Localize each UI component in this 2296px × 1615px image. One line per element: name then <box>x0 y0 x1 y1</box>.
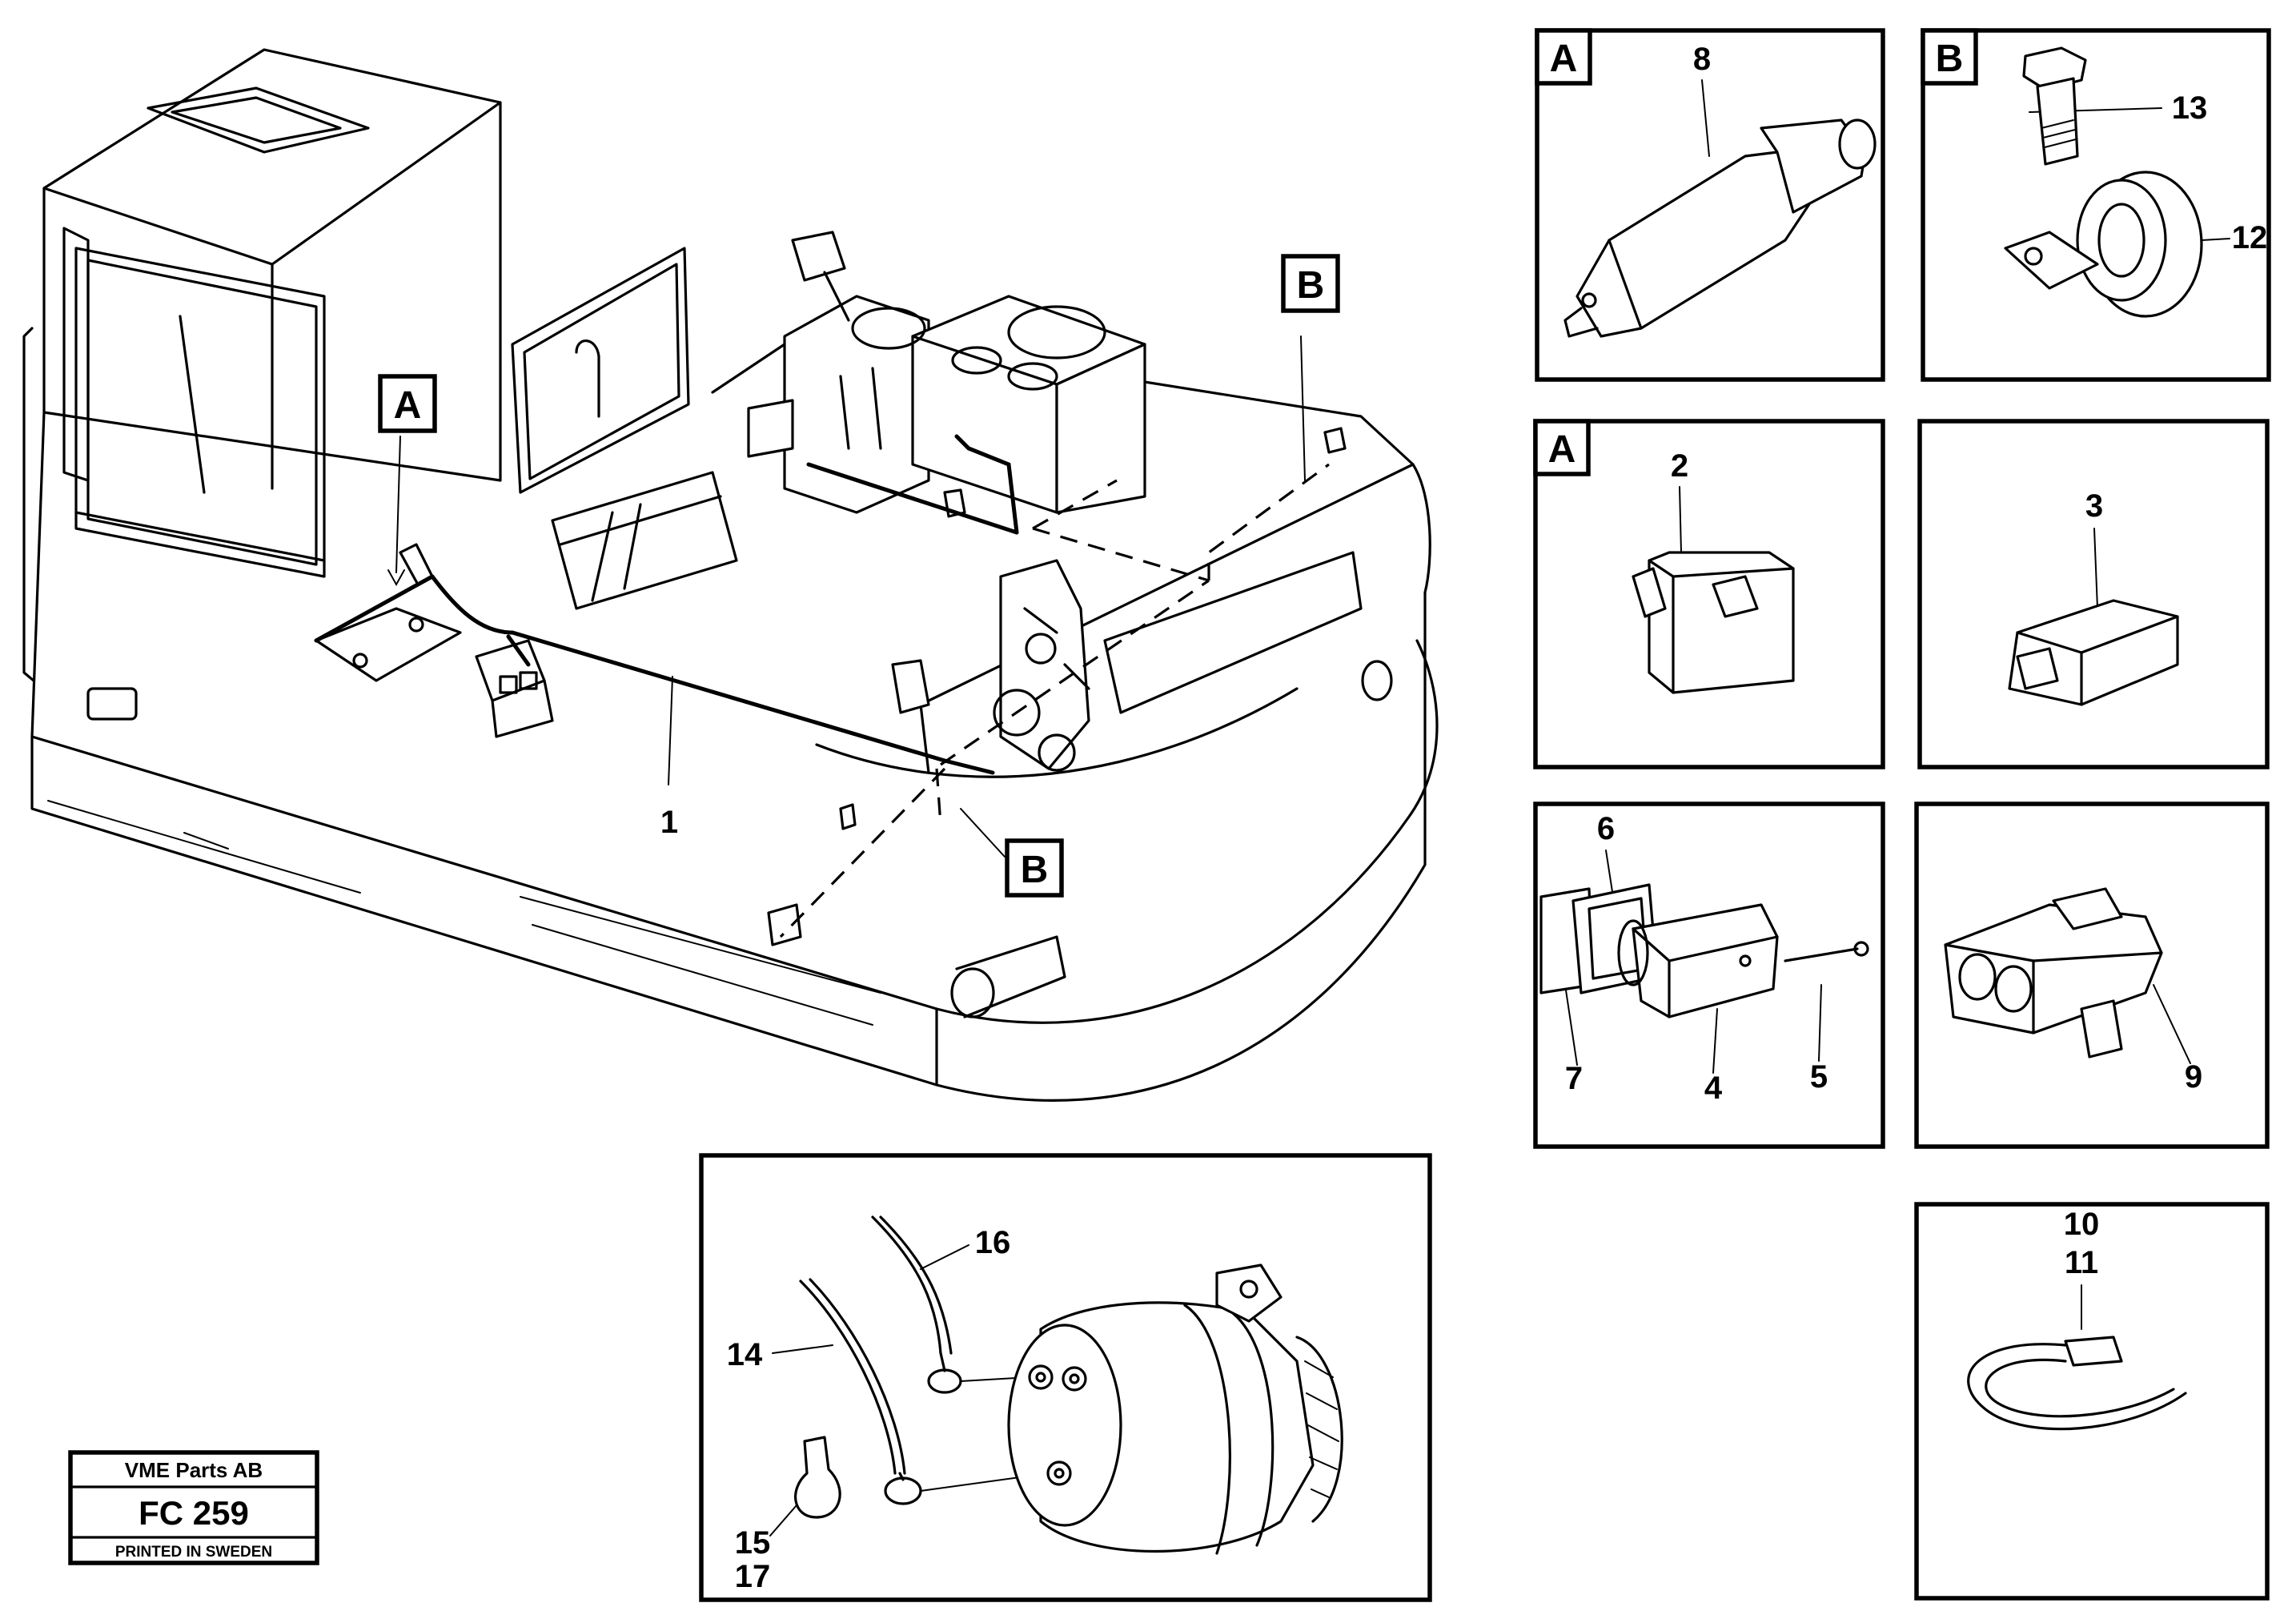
stamp-company: VME Parts AB <box>125 1458 263 1482</box>
connector-housing-icon <box>2008 599 2179 706</box>
detail-tag-a-main-label: A <box>394 384 422 427</box>
stamp-code: FC 259 <box>138 1494 249 1532</box>
excavator-upper-structure <box>22 48 1439 1102</box>
panel-a1-tag: A <box>1550 38 1578 80</box>
callout-16: 16 <box>975 1225 1011 1260</box>
plug-connector-icon <box>1563 119 1877 338</box>
callout-13: 13 <box>2172 90 2208 126</box>
callout-6: 6 <box>1597 811 1615 846</box>
callout-8: 8 <box>1693 42 1711 77</box>
panel-a2-tag: A <box>1548 428 1576 471</box>
main-view-leaders <box>387 335 1306 858</box>
callout-3: 3 <box>2085 488 2103 524</box>
callout-4: 4 <box>1704 1071 1723 1106</box>
detail-tag-b-main-bottom <box>1005 838 1064 898</box>
detail-tag-a-main <box>378 374 437 433</box>
detail-tag-b-main-bottom-label: B <box>1021 849 1049 891</box>
callout-9: 9 <box>2185 1059 2202 1095</box>
callout-11: 11 <box>2065 1245 2098 1280</box>
callout-14: 14 <box>727 1337 763 1372</box>
bolt-and-clamp-icon <box>2004 46 2203 318</box>
callout-5: 5 <box>1810 1059 1828 1095</box>
callout-17: 17 <box>735 1559 771 1594</box>
callout-7: 7 <box>1565 1061 1583 1096</box>
detail-tag-b-main-top-label: B <box>1297 264 1325 307</box>
detail-tag-b-main-top <box>1281 254 1340 313</box>
detail-panel-connector-3 <box>1917 419 2270 769</box>
two-pin-connector-icon <box>1944 887 2163 1059</box>
stamp-printed: PRINTED IN SWEDEN <box>115 1544 272 1561</box>
callout-15: 15 <box>735 1525 771 1561</box>
cable-harness <box>314 434 1330 938</box>
panel-b-tag: B <box>1936 38 1964 80</box>
cable-tie-icon <box>1967 1336 2187 1431</box>
callout-10: 10 <box>2064 1207 2100 1242</box>
detail-panel-cable-tie <box>1914 1202 2270 1601</box>
publisher-stamp: VME Parts AB FC 259 PRINTED IN SWEDEN <box>68 1450 319 1565</box>
alternator-icon <box>794 1215 1343 1555</box>
switch-assembly-icon <box>1539 883 1869 1018</box>
callout-12: 12 <box>2232 220 2268 255</box>
callout-1: 1 <box>660 805 678 840</box>
relay-icon <box>1632 551 1795 694</box>
callout-2: 2 <box>1671 448 1688 484</box>
